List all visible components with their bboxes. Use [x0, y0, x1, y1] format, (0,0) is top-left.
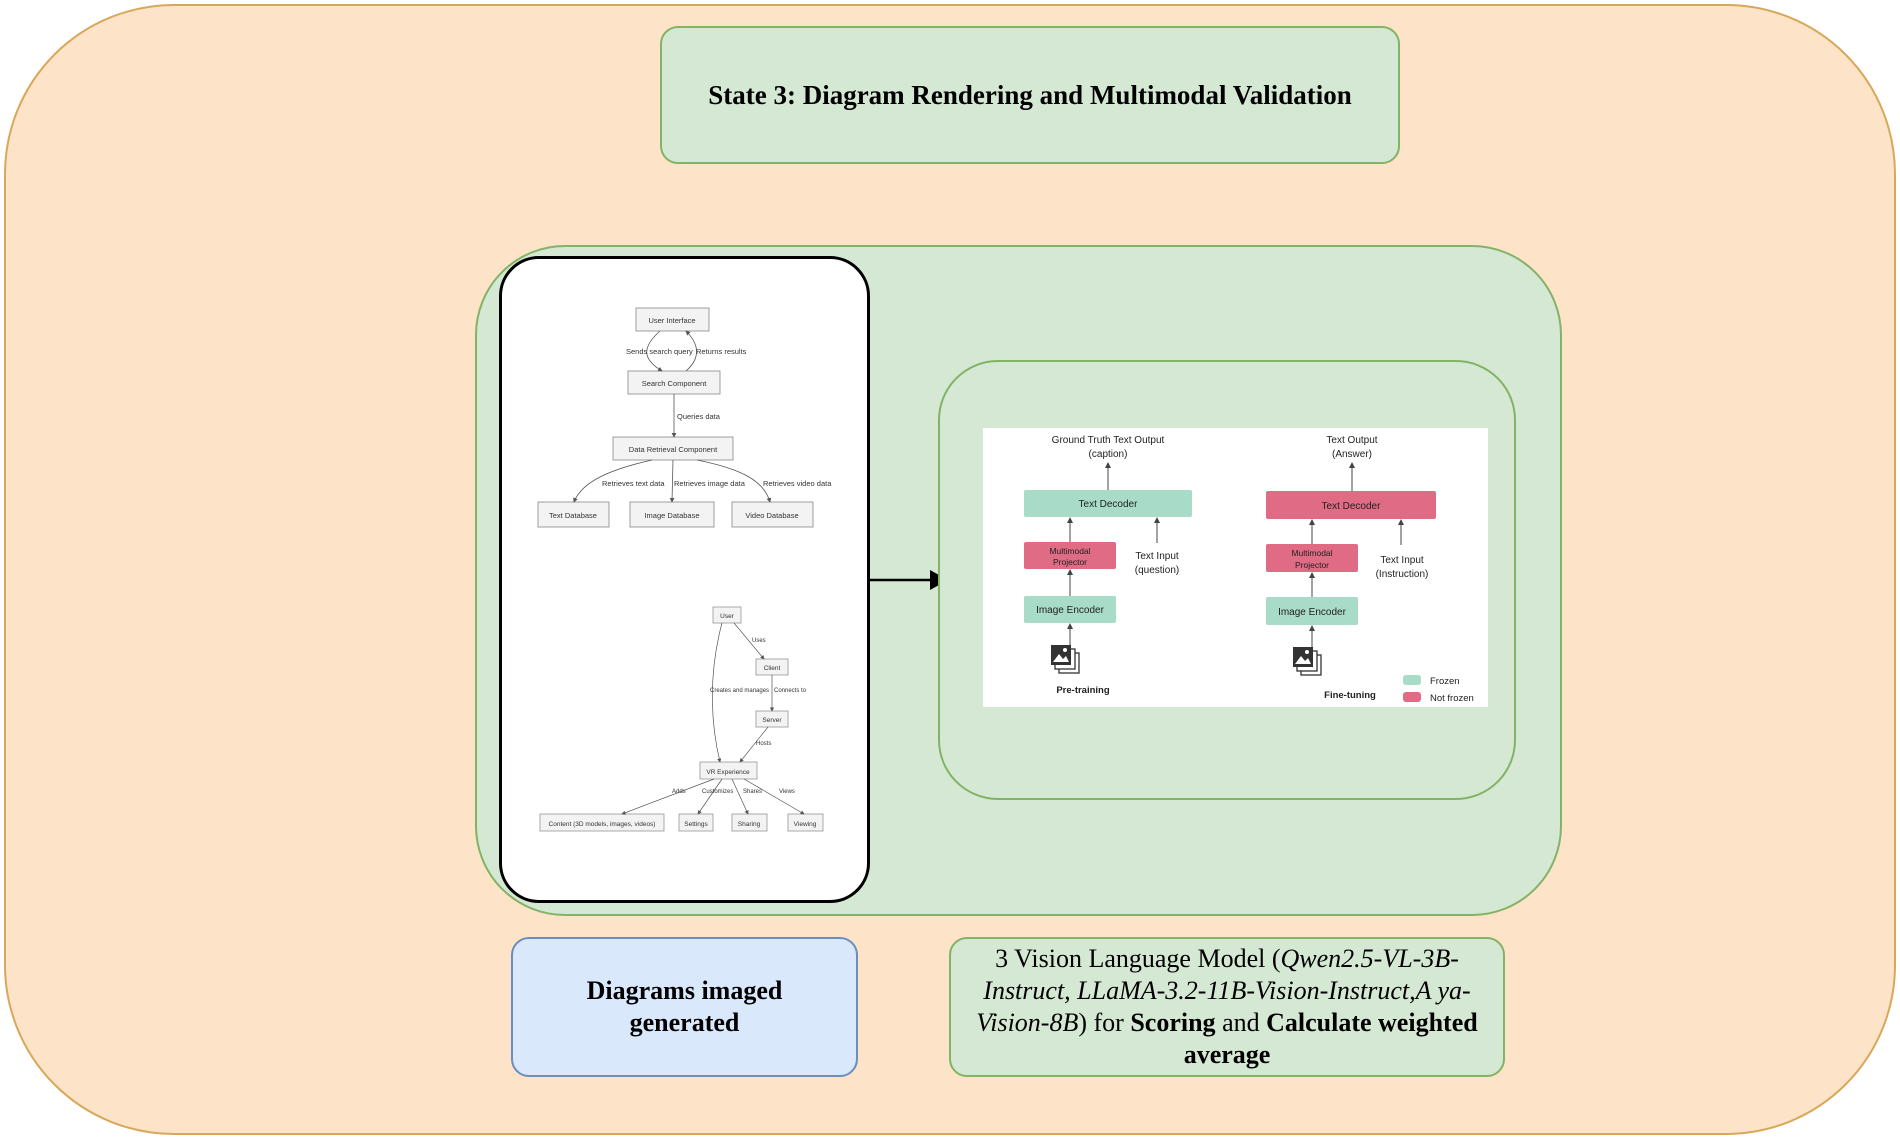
- finetune-projector-line2: Projector: [1295, 560, 1329, 570]
- pretrain-text-input-line2: (question): [1135, 565, 1179, 576]
- pretrain-caption: Pre-training: [1056, 685, 1110, 696]
- edge-label-retrieves-text: Retrieves text data: [602, 479, 665, 488]
- pretrain-output-line1: Ground Truth Text Output: [1052, 435, 1165, 446]
- node-viewing-label: Viewing: [794, 821, 817, 828]
- pretrain-output-line2: (caption): [1089, 449, 1128, 460]
- node-content: [539, 813, 665, 832]
- pretrain-multimodal-projector: [1024, 542, 1116, 569]
- legend-frozen-label: Frozen: [1430, 676, 1460, 687]
- node-vr-experience: [699, 761, 758, 780]
- edge-label-adds: Adds: [672, 789, 686, 795]
- finetune-multimodal-projector: [1266, 544, 1358, 572]
- flow-arrow: [868, 570, 948, 590]
- node-search-component-label: Search Component: [642, 379, 708, 388]
- edge-label-shares: Shares: [743, 789, 762, 795]
- node-image-database-label: Image Database: [644, 511, 699, 520]
- edge-returns-results: [685, 330, 697, 372]
- edge-label-retrieves-image: Retrieves image data: [674, 479, 746, 488]
- finetune-text-input-line1: Text Input: [1380, 555, 1424, 566]
- node-user-interface: [635, 307, 710, 332]
- edge-creates-manages: [712, 622, 723, 763]
- pretrain-text-decoder: [1024, 490, 1192, 517]
- edge-label-sends-query: Sends search query: [626, 347, 693, 356]
- node-video-database: [731, 501, 814, 528]
- finetune-text-input-line2: (Instruction): [1376, 569, 1429, 580]
- pretrain-projector-line1: Multimodal: [1049, 546, 1090, 556]
- node-user-label: User: [720, 613, 735, 620]
- pretrain-text-input-line1: Text Input: [1135, 551, 1179, 562]
- edge-hosts: [739, 726, 769, 763]
- legend-not-frozen-swatch: [1403, 692, 1421, 702]
- edge-label-uses: Uses: [752, 638, 766, 644]
- node-sharing: [731, 813, 768, 832]
- vlm-label-mid: ) for: [1078, 1008, 1131, 1037]
- edge-label-views: Views: [779, 789, 795, 795]
- vlm-architecture: Ground Truth Text Output (caption) Text …: [1024, 435, 1474, 704]
- node-image-database: [629, 501, 715, 528]
- finetune-image-stack-icon: [1293, 647, 1322, 676]
- edge-label-retrieves-video: Retrieves video data: [763, 479, 832, 488]
- pretrain-image-stack-icon: [1051, 645, 1080, 674]
- node-content-label: Content (3D models, images, videos): [549, 821, 656, 828]
- finetune-projector-line1: Multimodal: [1291, 548, 1332, 558]
- edge-label-returns-results: Returns results: [696, 347, 747, 356]
- stage-title: State 3: Diagram Rendering and Multimoda…: [660, 26, 1400, 164]
- finetune-text-decoder-label: Text Decoder: [1322, 501, 1382, 512]
- vlm-label-models: Qwen2.5-VL-3B-Instruct, LLaMA-3.2-11B-Vi…: [976, 944, 1471, 1037]
- diagrams-generated-label: Diagrams imaged generated: [511, 937, 858, 1077]
- vlm-label-scoring: Scoring: [1130, 1008, 1216, 1037]
- vlm-architecture-figure: Ground Truth Text Output (caption) Text …: [983, 428, 1488, 707]
- vlm-label-and: and: [1215, 1008, 1267, 1037]
- pretrain-text-decoder-label: Text Decoder: [1079, 499, 1139, 510]
- edge-uses: [733, 622, 765, 660]
- node-client-label: Client: [764, 665, 781, 672]
- node-text-database-label: Text Database: [549, 511, 597, 520]
- edge-retrieves-image: [669, 459, 675, 503]
- edge-sends-query: [646, 330, 663, 372]
- node-viewing: [787, 813, 824, 832]
- vlm-label-prefix: 3 Vision Language Model (: [995, 944, 1281, 973]
- edge-customizes: [697, 778, 723, 815]
- finetune-output-line1: Text Output: [1326, 435, 1377, 446]
- edge-views: [743, 778, 805, 815]
- finetune-image-encoder-label: Image Encoder: [1278, 607, 1346, 618]
- node-video-database-label: Video Database: [745, 511, 798, 520]
- legend-frozen-swatch: [1403, 675, 1421, 685]
- finetune-text-decoder: [1266, 491, 1436, 519]
- finetune-image-encoder: [1266, 597, 1358, 625]
- edge-retrieves-video: [696, 459, 772, 503]
- node-settings-label: Settings: [684, 821, 708, 828]
- pretrain-image-encoder: [1024, 596, 1116, 623]
- node-user-interface-label: User Interface: [648, 316, 695, 325]
- edge-label-connects-to: Connects to: [774, 688, 807, 694]
- node-vr-experience-label: VR Experience: [706, 769, 750, 776]
- node-user: [712, 606, 742, 624]
- edge-shares: [731, 778, 749, 815]
- edge-adds: [621, 778, 715, 815]
- rendered-diagram-card: User Interface Search Component Data Ret…: [499, 256, 870, 903]
- pretrain-image-encoder-label: Image Encoder: [1036, 605, 1104, 616]
- node-settings: [678, 813, 714, 832]
- edge-label-queries-data: Queries data: [677, 412, 721, 421]
- legend-not-frozen-label: Not frozen: [1430, 693, 1474, 704]
- pretrain-projector-line2: Projector: [1053, 557, 1087, 567]
- vlm-scoring-label: 3 Vision Language Model (Qwen2.5-VL-3B-I…: [949, 937, 1505, 1077]
- vlm-label-calculate: Calculate weighted average: [1183, 1008, 1478, 1069]
- node-server-label: Server: [762, 717, 782, 724]
- node-data-retrieval-label: Data Retrieval Component: [629, 445, 718, 454]
- edge-label-hosts: Hosts: [756, 741, 771, 747]
- rendered-diagrams: User Interface Search Component Data Ret…: [537, 307, 832, 832]
- finetune-output-line2: (Answer): [1332, 449, 1372, 460]
- edge-label-customizes: Customizes: [702, 789, 733, 795]
- node-sharing-label: Sharing: [738, 821, 761, 828]
- finetune-caption: Fine-tuning: [1324, 690, 1376, 701]
- edge-retrieves-text: [573, 459, 653, 503]
- edge-label-creates-manages: Creates and manages: [710, 688, 769, 694]
